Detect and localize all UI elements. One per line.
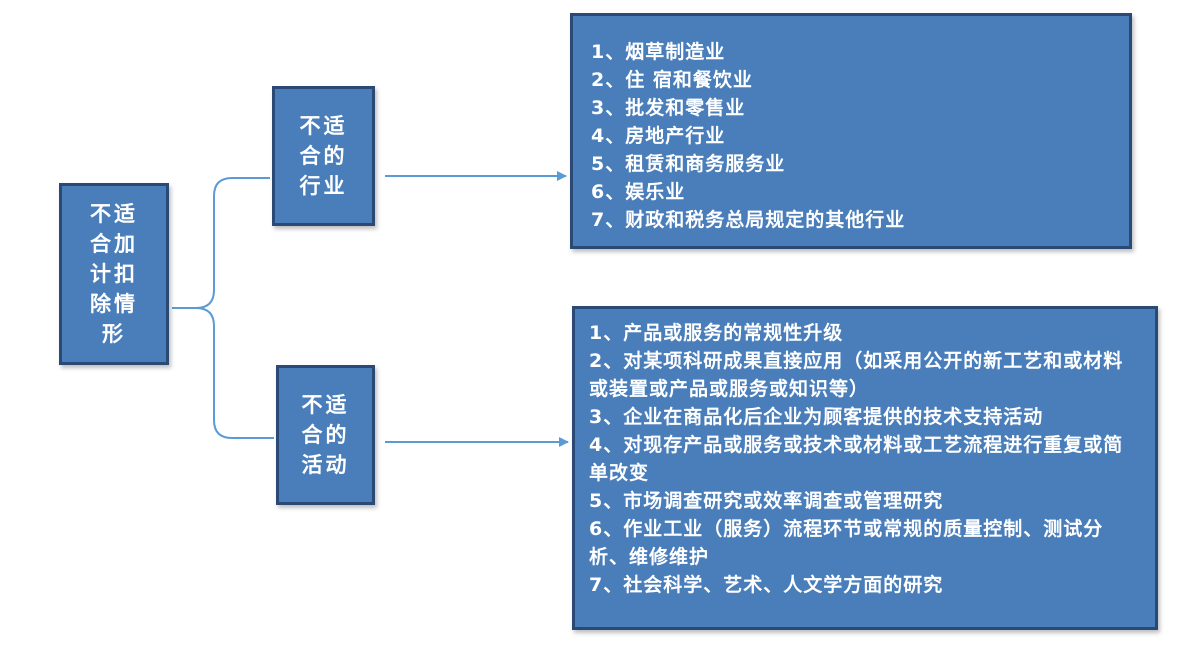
branch-label-line: 活动 (301, 453, 350, 477)
list-item: 2、对某项科研成果直接应用（如采用公开的新工艺和或材料或装置或产品或服务或知识等… (589, 350, 1124, 400)
branch-label-line: 不适 (299, 114, 348, 138)
root-label-line: 不适 (90, 202, 138, 226)
branch-label: 不适 合的 行业 (300, 111, 348, 201)
branch-label-line: 行业 (299, 174, 348, 198)
branch-label-line: 合的 (299, 144, 348, 168)
bracket-connector (172, 177, 274, 439)
list-item: 5、租赁和商务服务业 (591, 153, 786, 175)
branch-node-industries: 不适 合的 行业 (272, 86, 375, 226)
branch-label-line: 合的 (301, 423, 350, 447)
root-label-line: 除情 (90, 292, 138, 316)
list-item: 4、对现存产品或服务或技术或材料或工艺流程进行重复或简单改变 (589, 434, 1124, 484)
list-item: 1、产品或服务的常规性升级 (589, 322, 844, 344)
root-node: 不适 合加 计扣 除情 形 (59, 183, 169, 365)
branch-label-line: 不适 (301, 393, 350, 417)
list-item: 5、市场调查研究或效率调查或管理研究 (589, 490, 944, 512)
list-item: 6、娱乐业 (591, 181, 686, 203)
list-item: 3、企业在商品化后企业为顾客提供的技术支持活动 (589, 406, 1044, 428)
list-item: 6、作业工业（服务）流程环节或常规的质量控制、测试分析、维修维护 (589, 518, 1104, 568)
list-item: 2、住 宿和餐饮业 (591, 69, 753, 91)
list-item: 4、房地产行业 (591, 125, 726, 147)
root-label-line: 合加 (90, 232, 138, 256)
root-label-line: 计扣 (90, 262, 138, 286)
list-item: 7、财政和税务总局规定的其他行业 (591, 209, 906, 231)
industries-list: 1、烟草制造业 2、住 宿和餐饮业 3、批发和零售业 4、房地产行业 5、租赁和… (573, 16, 1129, 234)
branch-label: 不适 合的 活动 (302, 390, 350, 480)
root-label: 不适 合加 计扣 除情 形 (90, 199, 138, 349)
branch-node-activities: 不适 合的 活动 (276, 365, 375, 505)
activities-list: 1、产品或服务的常规性升级 2、对某项科研成果直接应用（如采用公开的新工艺和或材… (575, 309, 1155, 599)
activities-list-box: 1、产品或服务的常规性升级 2、对某项科研成果直接应用（如采用公开的新工艺和或材… (572, 306, 1158, 630)
list-item: 7、社会科学、艺术、人文学方面的研究 (589, 574, 944, 596)
list-item: 1、烟草制造业 (591, 41, 726, 63)
root-label-line: 形 (102, 322, 126, 346)
list-item: 3、批发和零售业 (591, 97, 746, 119)
industries-list-box: 1、烟草制造业 2、住 宿和餐饮业 3、批发和零售业 4、房地产行业 5、租赁和… (570, 13, 1132, 249)
